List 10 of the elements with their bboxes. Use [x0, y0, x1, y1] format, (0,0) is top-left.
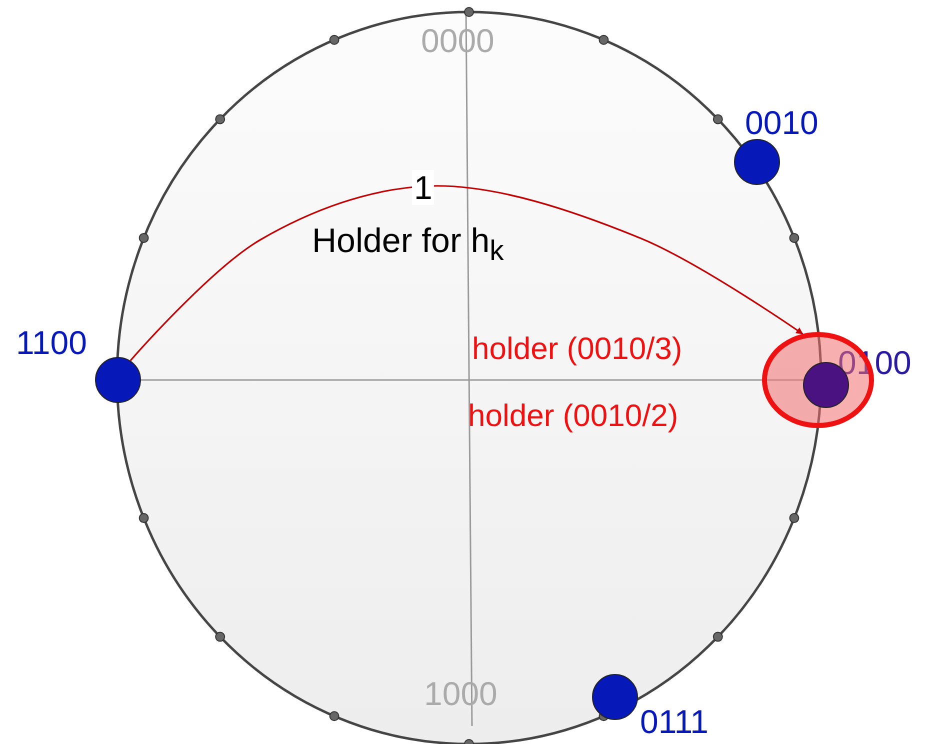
- point-label: 0111: [640, 705, 709, 738]
- text-label: holder (0010/3): [472, 333, 682, 364]
- point-label: 1100: [16, 326, 87, 359]
- edge-label: 1: [412, 170, 434, 205]
- text-label: holder (0010/2): [468, 400, 678, 431]
- arrow: [130, 185, 804, 362]
- text-label: Holder for h$_{k}$: [312, 224, 504, 266]
- point-dot: [734, 139, 780, 185]
- point-label: 0010: [745, 106, 818, 139]
- point-dot: [95, 357, 141, 403]
